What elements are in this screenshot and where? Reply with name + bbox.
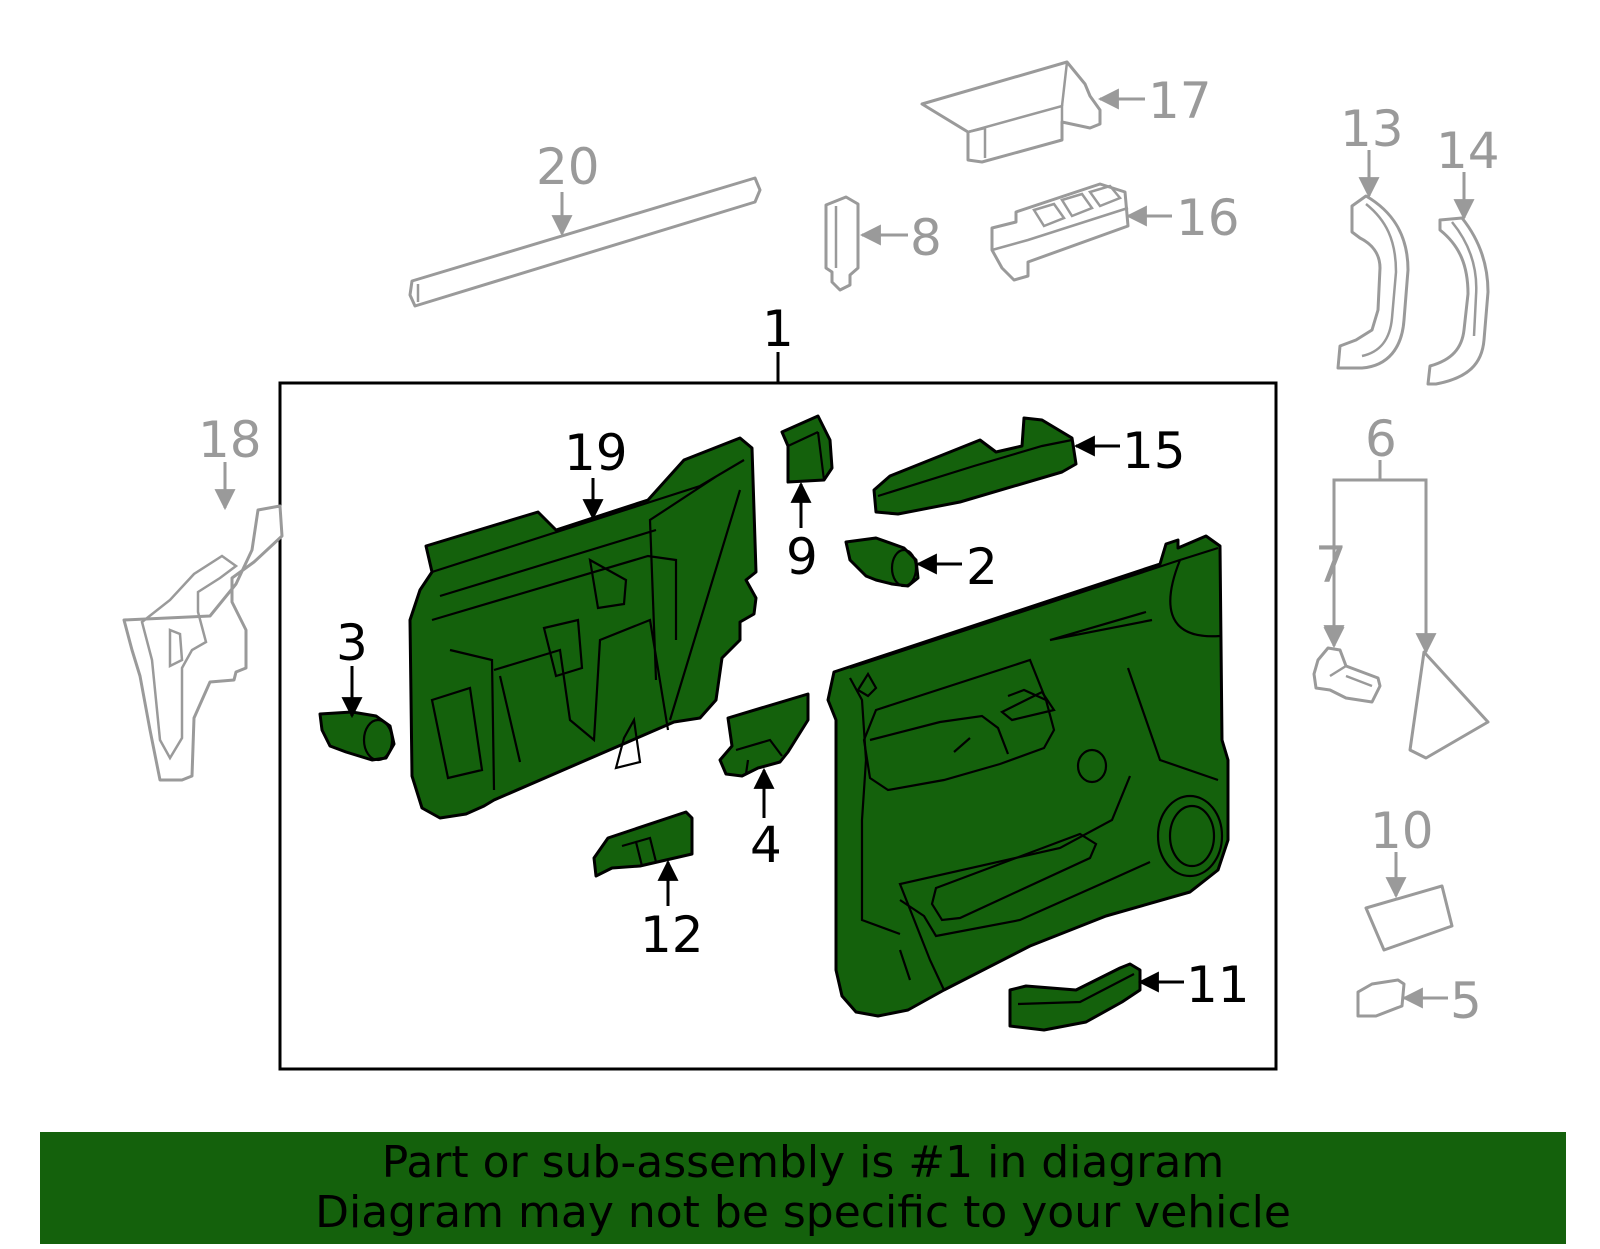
part-20-strip[interactable]	[408, 176, 762, 308]
callout-5: 5	[1450, 972, 1482, 1030]
door-trim-panel[interactable]	[826, 534, 1230, 1018]
part-5-cap[interactable]	[1356, 978, 1406, 1018]
callout-16: 16	[1176, 189, 1240, 247]
callout-2: 2	[966, 538, 998, 596]
part-12-switch-bezel[interactable]	[592, 810, 694, 878]
part-14-pillar-trim[interactable]	[1426, 216, 1490, 386]
part-2-knob[interactable]	[844, 536, 920, 588]
callout-3: 3	[336, 614, 368, 672]
part-18-bracket[interactable]	[122, 504, 284, 782]
part-13-pillar-trim[interactable]	[1336, 194, 1410, 370]
part-9-insert[interactable]	[780, 414, 834, 484]
part-8-clip[interactable]	[824, 195, 860, 292]
callout-20: 20	[536, 138, 600, 196]
callout-14: 14	[1436, 122, 1500, 180]
part-3-knob[interactable]	[318, 710, 396, 762]
banner-line-2: Diagram may not be specific to your vehi…	[315, 1187, 1291, 1238]
callout-13: 13	[1340, 100, 1404, 158]
parts-diagram: 1 20 8 17 16 13 14	[122, 60, 1500, 1071]
callout-19: 19	[564, 424, 628, 482]
part-19-panel[interactable]	[408, 436, 758, 820]
callout-12: 12	[640, 906, 704, 964]
part-17-bezel[interactable]	[920, 60, 1102, 164]
callout-17: 17	[1148, 72, 1212, 130]
callout-1: 1	[762, 300, 794, 358]
callout-9: 9	[786, 528, 818, 586]
part-7-handle[interactable]	[1312, 646, 1382, 704]
disclaimer-banner: Part or sub-assembly is #1 in diagram Di…	[40, 1132, 1566, 1244]
part-15-armrest[interactable]	[872, 416, 1078, 516]
callout-18: 18	[198, 411, 262, 469]
part-6-trim-panel[interactable]	[1408, 650, 1490, 760]
callout-4: 4	[750, 816, 782, 874]
callout-8: 8	[910, 209, 942, 267]
callout-6: 6	[1365, 410, 1397, 468]
part-16-switch[interactable]	[990, 182, 1130, 282]
callout-15: 15	[1122, 422, 1186, 480]
part-11-pull-cup[interactable]	[1008, 962, 1142, 1032]
part-4-switch-bezel[interactable]	[718, 692, 810, 778]
callout-7: 7	[1315, 536, 1347, 594]
callout-11: 11	[1186, 956, 1250, 1014]
banner-line-1: Part or sub-assembly is #1 in diagram	[381, 1137, 1225, 1188]
part-10-cover[interactable]	[1364, 884, 1454, 952]
callout-10: 10	[1370, 802, 1434, 860]
